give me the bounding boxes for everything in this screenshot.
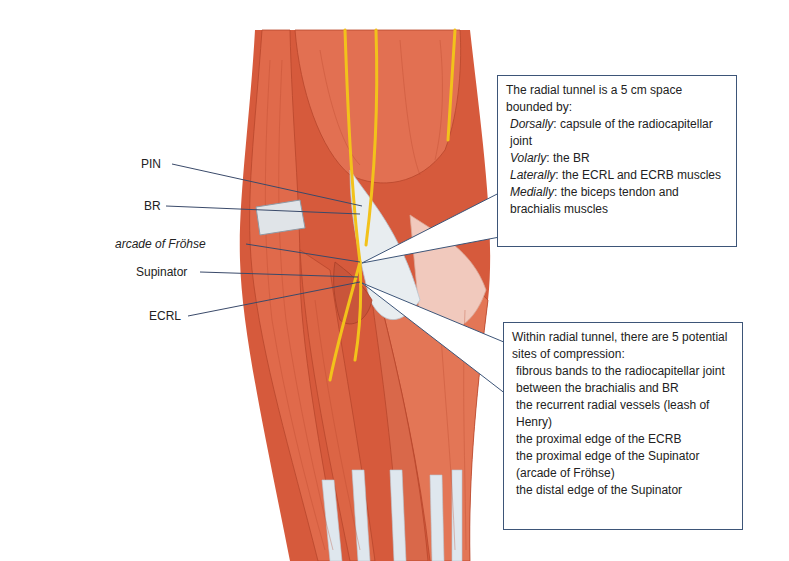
term: Dorsally [510,117,553,131]
term-text: : the BR [546,151,589,165]
callout-pointer [362,283,511,398]
pronator-muscle [372,300,428,561]
pin-nerve [330,262,360,380]
callout-item: Medially: the biceps tendon and brachial… [506,184,728,218]
callout-item: the recurrent radial vessels (leash of H… [512,397,734,431]
term: Medially [510,185,554,199]
callout-item: Laterally: the ECRL and ECRB muscles [506,167,728,184]
striation [315,300,360,550]
part-label: ECRL [148,309,182,323]
part-label: arcade of Fröhse [114,237,207,251]
callout-item: the distal edge of the Supinator [512,482,734,499]
callout-pointers [362,190,511,398]
striation [265,60,325,550]
leader-line [246,244,360,262]
term: Laterally [510,168,555,182]
callout-heading: Within radial tunnel, there are 5 potent… [512,329,734,363]
striation [279,60,333,550]
nerve [448,30,455,140]
wrist-tendons [322,470,462,561]
leader-line [172,164,362,206]
retractor [256,200,305,235]
striation [320,50,360,165]
term: Volarly [510,151,546,165]
ecrl-muscle [300,250,375,561]
tendon [430,475,444,561]
striation [440,320,455,550]
callout-item: the proximal edge of the ECRB [512,431,734,448]
callout-heading: The radial tunnel is a 5 cm space bounde… [506,82,728,116]
arm-base [240,30,490,561]
term-text: : the ECRL and ECRB muscles [555,168,721,182]
leader-line [200,272,358,277]
callout-item: Dorsally: capsule of the radiocapitellar… [506,116,728,150]
tendon [352,470,370,561]
tendon [390,470,406,561]
callout-pointer [362,190,505,263]
tendon [322,480,342,561]
striation [400,40,420,175]
part-label: BR [143,199,162,213]
callout-box: The radial tunnel is a 5 cm space bounde… [497,75,737,247]
nerve [366,30,377,245]
callout-item: the proximal edge of the Supinator (arca… [512,448,734,482]
part-label: PIN [140,157,162,171]
leader-line [166,206,360,214]
callout-item: Volarly: the BR [506,150,728,167]
part-label: Supinator [135,265,188,279]
striation [435,40,442,160]
callout-item: fibrous bands to the radiocapitellar joi… [512,363,734,397]
leader-line [188,282,360,316]
callout-box: Within radial tunnel, there are 5 potent… [503,322,743,530]
